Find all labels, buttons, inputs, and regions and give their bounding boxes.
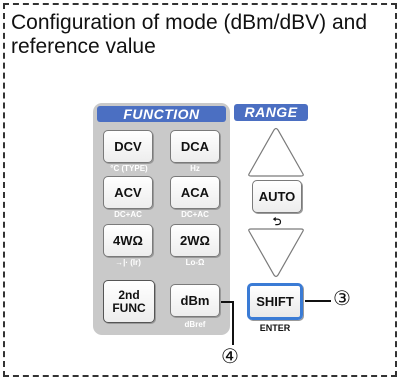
2nd-func-line2: FUNC [112, 300, 146, 315]
callout-line-dbm-v [232, 301, 234, 345]
shift-button[interactable]: SHIFT [247, 283, 303, 320]
range-title: RANGE [234, 104, 308, 121]
caption: Configuration of mode (dBm/dBV) and refe… [11, 11, 367, 59]
4wire-sublabel: →|· (Ir) [115, 258, 141, 267]
function-title: FUNCTION [97, 106, 226, 122]
acv-sublabel: DC+AC [114, 210, 142, 219]
dbm-button[interactable]: dBm [170, 284, 220, 317]
callout-line-dbm-h [221, 301, 233, 303]
callout-shift: ③ [333, 288, 351, 310]
2nd-func-line1: 2nd [118, 287, 140, 302]
range-up-button[interactable] [246, 126, 306, 178]
dcv-button[interactable]: DCV [103, 130, 153, 163]
caption-line-1: Configuration of mode (dBm/dBV) and [11, 11, 368, 34]
dca-sublabel: Hz [190, 164, 200, 173]
2wire-sublabel: Lo-Ω [185, 258, 205, 267]
acv-button[interactable]: ACV [103, 176, 153, 209]
shift-sublabel: ENTER [259, 323, 291, 333]
dbm-sublabel: dBref [184, 320, 206, 329]
dashed-frame [3, 3, 397, 377]
auto-button[interactable]: AUTO [252, 180, 302, 213]
4wire-ohm-button[interactable]: 4WΩ [103, 224, 153, 257]
auto-return-icon: ⮌ [272, 216, 282, 228]
callout-line-shift [305, 300, 331, 302]
range-down-button[interactable] [246, 228, 306, 280]
2nd-func-button[interactable]: 2nd FUNC [103, 280, 155, 323]
caption-line-2: reference value [11, 35, 156, 58]
dcv-sublabel: °C (TYPE) [110, 164, 148, 173]
2wire-ohm-button[interactable]: 2WΩ [170, 224, 220, 257]
aca-button[interactable]: ACA [170, 176, 220, 209]
aca-sublabel: DC+AC [181, 210, 209, 219]
callout-dbm: ④ [221, 346, 239, 368]
dca-button[interactable]: DCA [170, 130, 220, 163]
